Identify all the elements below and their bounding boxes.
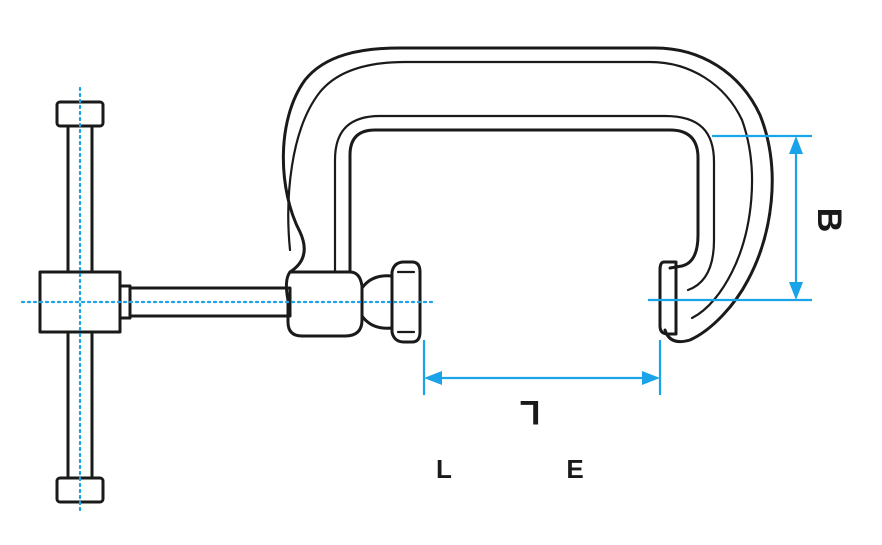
legend-item-e: E bbox=[566, 454, 583, 484]
frame-inner-rib bbox=[333, 114, 716, 292]
legend: L E bbox=[436, 454, 584, 484]
opening-dimension-label: L bbox=[520, 393, 541, 431]
throat-arrow-bottom bbox=[789, 282, 803, 300]
center-lines bbox=[20, 86, 434, 514]
screw-boss bbox=[284, 270, 364, 338]
frame-inner-contour bbox=[348, 128, 700, 274]
throat-arrow-top bbox=[789, 136, 803, 154]
throat-dimension-label: B bbox=[810, 208, 848, 233]
legend-item-l: L bbox=[436, 454, 452, 484]
swivel-pad bbox=[360, 260, 422, 344]
frame-outer-rib bbox=[287, 60, 754, 320]
clamp-frame bbox=[281, 46, 774, 344]
opening-arrow-left bbox=[424, 371, 442, 385]
frame-outer-contour bbox=[281, 46, 774, 344]
dimension-opening: L bbox=[422, 340, 662, 431]
opening-arrow-right bbox=[642, 371, 660, 385]
swivel-pad-face bbox=[390, 260, 422, 344]
fixed-jaw bbox=[658, 260, 678, 336]
dimension-throat: B bbox=[648, 134, 848, 302]
